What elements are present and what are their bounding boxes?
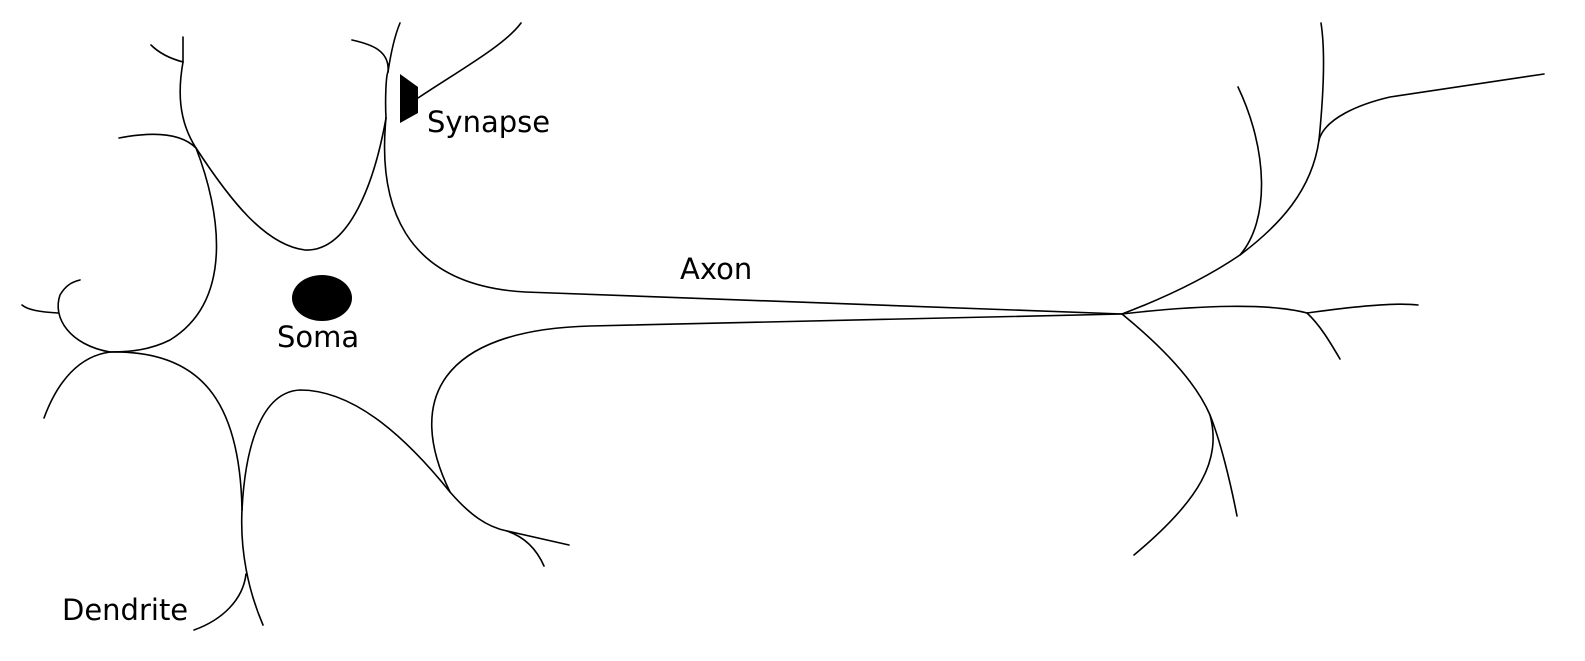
dendrite-left-curl-twig xyxy=(21,304,59,314)
dendrite-left-down xyxy=(43,351,111,419)
axon-terminal-middle xyxy=(1121,305,1308,315)
dendrite-lower-right xyxy=(449,491,570,546)
dendrite-left-arc xyxy=(109,147,218,353)
dendrite-upper-left-main xyxy=(179,36,197,149)
axon-bottom-edge xyxy=(430,313,1123,493)
label-axon: Axon xyxy=(680,252,752,286)
dendrite-lower-left-stem xyxy=(240,509,264,626)
axon-terminal-lower-twig xyxy=(1209,414,1238,517)
axon-terminal-upper-stem xyxy=(1318,22,1325,141)
axon-terminal-lower xyxy=(1121,313,1214,556)
synapse-terminal xyxy=(400,74,418,123)
axon-terminal-middle-right xyxy=(1306,303,1419,314)
dendrite-lower-left-arc xyxy=(109,351,243,511)
dendrite-upper-left-twig xyxy=(150,44,184,63)
dendrite-lower-right-twig xyxy=(506,530,545,567)
axon-top-edge xyxy=(383,117,1123,315)
dendrite-upper-left-side xyxy=(118,133,197,149)
label-synapse: Synapse xyxy=(427,105,550,139)
soma-nucleus xyxy=(292,275,352,321)
dendrite-top-center-stem xyxy=(387,22,401,73)
axon-terminal-upper-left xyxy=(1237,86,1263,256)
label-dendrite: Dendrite xyxy=(62,593,188,627)
dendrite-top-center xyxy=(351,39,389,119)
axon-terminal-upper xyxy=(1121,139,1320,315)
axon-terminal-upper-right xyxy=(1318,73,1545,141)
dendrite-lower-left-twig xyxy=(193,573,247,631)
dendrite-left-curl xyxy=(57,279,111,353)
label-soma: Soma xyxy=(277,320,359,354)
axon-terminal-middle-down xyxy=(1306,312,1341,360)
dendrite-upper-left-arc xyxy=(195,117,387,251)
dendrite-lower-middle-arc xyxy=(241,389,451,511)
incoming-axon xyxy=(417,22,522,99)
